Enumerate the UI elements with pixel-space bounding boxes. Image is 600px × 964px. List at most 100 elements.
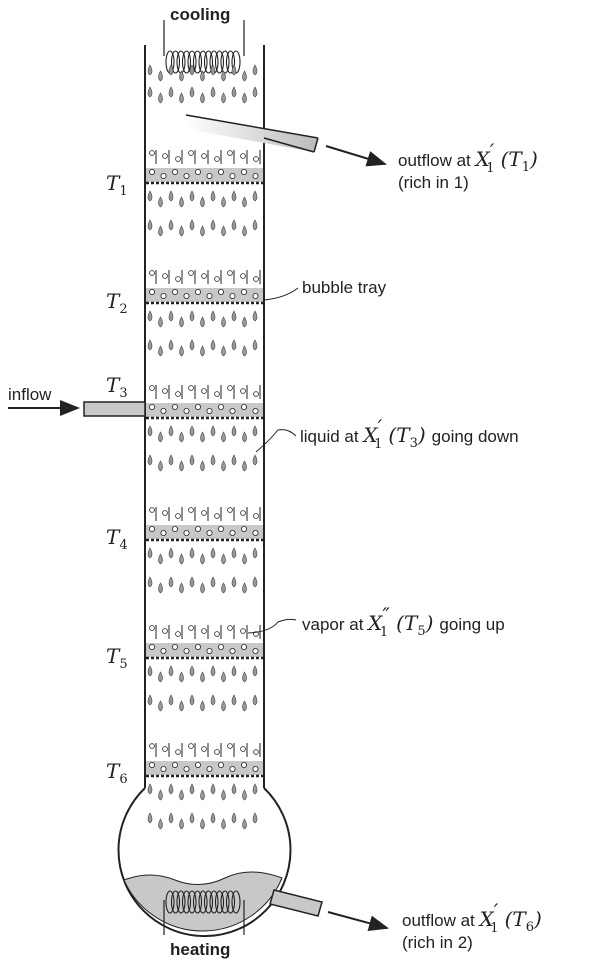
vapor-bubble <box>149 625 155 631</box>
liquid-drop <box>168 219 174 231</box>
liquid-drop <box>221 316 226 328</box>
cooling-label: cooling <box>170 5 230 24</box>
liquid-drop <box>242 431 247 443</box>
liquid-drop <box>221 196 226 208</box>
vapor-bubble <box>214 276 220 282</box>
liquid-drop <box>147 64 153 76</box>
liquid-drop <box>221 460 226 472</box>
vapor-bubble <box>160 766 167 773</box>
liquid-drop <box>221 700 226 712</box>
liquid-drop <box>158 196 163 208</box>
vapor-bubble <box>217 168 224 175</box>
vapor-bubble <box>240 273 246 279</box>
liquid-drop <box>147 425 153 437</box>
vapor-bubble <box>149 150 155 156</box>
vapor-bubble <box>183 292 190 299</box>
liquid-drop <box>147 190 153 202</box>
liquid-drop <box>231 576 237 588</box>
liquid-drop <box>252 547 258 559</box>
liquid-drop <box>210 812 216 824</box>
reboiler-flask <box>117 787 292 938</box>
liquid-drop <box>252 694 258 706</box>
temperature-label-2: T2 <box>106 289 128 317</box>
vapor-bubble <box>194 168 201 175</box>
liquid-drop <box>158 431 163 443</box>
liquid-drop <box>147 812 153 824</box>
vapor-bubble <box>240 746 246 752</box>
liquid-drop <box>200 431 205 443</box>
heating-label: heating <box>170 940 230 959</box>
liquid-drop <box>221 92 226 104</box>
liquid-drop <box>252 576 258 588</box>
vapor-bubble <box>214 631 220 637</box>
liquid-drop <box>179 196 184 208</box>
vapor-bubble <box>201 746 207 752</box>
liquid-drop <box>200 92 205 104</box>
liquid-drop <box>210 339 216 351</box>
liquid-label: liquid at X′1(T3)going down <box>300 415 519 452</box>
liquid-drop <box>200 70 205 82</box>
liquid-drop <box>179 70 184 82</box>
vapor-bubble <box>214 391 220 397</box>
liquid-drop <box>252 86 258 98</box>
liquid-drop <box>147 576 153 588</box>
liquid-drop <box>252 190 258 202</box>
liquid-drop <box>189 86 195 98</box>
liquid-drop <box>242 700 247 712</box>
liquid-drop <box>179 789 184 801</box>
liquid-drop <box>189 64 195 76</box>
temperature-label-1: T1 <box>106 171 128 199</box>
liquid-drop <box>252 783 258 795</box>
vapor-bubble <box>206 530 213 537</box>
liquid-drop <box>242 671 247 683</box>
vapor-bubble <box>227 270 233 276</box>
svg-text:outflow at X′1(T1): outflow at X′1(T1) <box>398 139 538 176</box>
vapor-bubble <box>252 648 259 655</box>
vapor-bubble <box>214 513 220 519</box>
vapor-bubble <box>175 391 181 397</box>
vapor-bubble <box>149 743 155 749</box>
vapor-bubble <box>171 762 178 769</box>
liquid-drop <box>179 553 184 565</box>
vapor-bubble <box>240 762 247 769</box>
liquid-drop <box>210 86 216 98</box>
vapor-bubble <box>175 749 181 755</box>
trays <box>146 150 263 778</box>
vapor-bubble <box>148 644 155 651</box>
liquid-drop <box>158 460 163 472</box>
vapor-bubble <box>188 385 194 391</box>
liquid-drop <box>168 812 174 824</box>
vapor-bubble <box>253 156 259 162</box>
liquid-drop <box>158 700 163 712</box>
liquid-drop <box>168 576 174 588</box>
liquid-drop <box>242 818 247 830</box>
liquid-drop <box>168 64 174 76</box>
liquid-drop <box>158 92 163 104</box>
liquid-drop <box>168 694 174 706</box>
liquid-drop <box>221 345 226 357</box>
liquid-drop <box>168 665 174 677</box>
vapor-bubble <box>229 172 236 179</box>
vapor-bubble <box>160 407 167 414</box>
svg-text:(rich in 1): (rich in 1) <box>398 173 469 192</box>
vapor-bubble <box>171 526 178 533</box>
vapor-bubble <box>171 403 178 410</box>
vapor-bubble <box>194 644 201 651</box>
vapor-bubble <box>188 743 194 749</box>
liquid-drop <box>158 582 163 594</box>
liquid-drop <box>168 783 174 795</box>
liquid-drop <box>210 694 216 706</box>
liquid-drop <box>200 582 205 594</box>
svg-text:(rich in 2): (rich in 2) <box>402 933 473 952</box>
liquid-drop <box>231 454 237 466</box>
vapor-bubble <box>183 766 190 773</box>
liquid-drop <box>189 694 195 706</box>
vapor-bubble <box>206 172 213 179</box>
liquid-drop <box>210 219 216 231</box>
liquid-drop <box>189 190 195 202</box>
liquid-drop <box>252 219 258 231</box>
vapor-bubble <box>171 288 178 295</box>
temperature-label-5: T5 <box>106 644 128 672</box>
liquid-drop <box>147 783 153 795</box>
